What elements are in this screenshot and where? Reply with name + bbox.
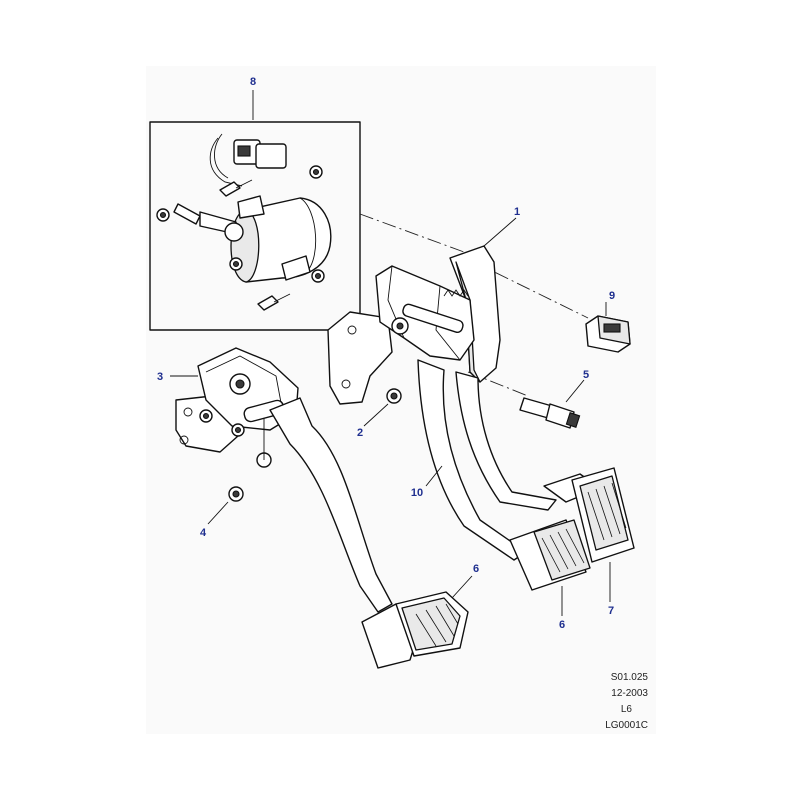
relation-line <box>359 213 465 253</box>
callout-4: 4 <box>200 527 207 539</box>
callout-7: 7 <box>608 605 614 617</box>
callout-3: 3 <box>157 371 163 383</box>
reference-illustration-id: LG0001C <box>605 720 648 731</box>
pedal-box-assembly <box>327 245 635 591</box>
callout-6-left: 6 <box>473 563 479 575</box>
callout-10: 10 <box>411 487 423 499</box>
switch-5 <box>519 397 581 429</box>
relation-line <box>473 261 589 319</box>
left-pedal-assembly <box>175 347 469 669</box>
callout-6-right: 6 <box>559 619 565 631</box>
leader-lines <box>170 90 611 616</box>
callout-5: 5 <box>583 369 589 381</box>
reference-section: S01.025 <box>611 672 649 683</box>
callout-8: 8 <box>250 76 256 88</box>
inset-detail-8 <box>149 121 361 331</box>
switch-9 <box>585 315 631 353</box>
callout-1: 1 <box>514 206 520 218</box>
callout-9: 9 <box>609 290 615 302</box>
reference-model: L6 <box>621 704 633 715</box>
reference-date: 12-2003 <box>611 688 648 699</box>
callout-2: 2 <box>357 427 363 439</box>
